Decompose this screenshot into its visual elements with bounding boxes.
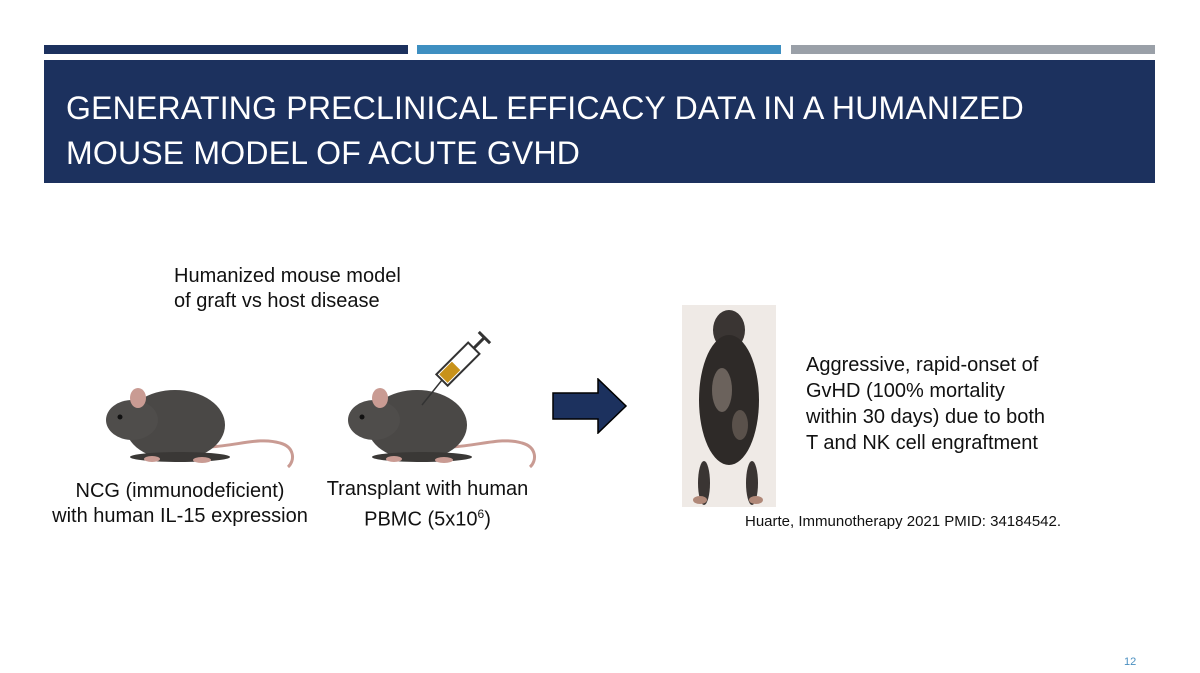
- right-arrow-icon: [552, 378, 628, 434]
- model-heading-line2: of graft vs host disease: [174, 290, 380, 312]
- mouse-illustration-transplant: [348, 330, 536, 469]
- outcome-line: GvHD (100% mortality: [806, 380, 1005, 402]
- mouse1-caption: NCG (immunodeficient) with human IL-15 e…: [40, 479, 320, 529]
- syringe-icon: [421, 330, 492, 406]
- accent-bar-grey: [791, 45, 1155, 54]
- mouse-illustration-ncg: [106, 388, 294, 469]
- mouse2-caption: Transplant with human PBMC (5x106): [300, 477, 555, 533]
- mouse2-caption-line2: PBMC (5x106): [300, 502, 555, 533]
- gvhd-mouse-photo: [682, 305, 776, 507]
- caption-text: ): [484, 508, 491, 531]
- outcome-line: Aggressive, rapid-onset of: [806, 354, 1039, 376]
- page-number: 12: [1124, 656, 1137, 668]
- accent-bar-navy: [44, 45, 408, 54]
- outcome-text: Aggressive, rapid-onset of GvHD (100% mo…: [806, 352, 1045, 456]
- model-heading-line1: Humanized mouse model: [174, 265, 401, 287]
- outcome-line: within 30 days) due to both: [806, 406, 1046, 428]
- outcome-line: T and NK cell engraftment: [806, 432, 1038, 454]
- caption-text: PBMC (5x10: [364, 508, 478, 531]
- mouse2-caption-line1: Transplant with human: [326, 478, 529, 500]
- citation: Huarte, Immunotherapy 2021 PMID: 3418454…: [745, 513, 1062, 530]
- title-banner: GENERATING PRECLINICAL EFFICACY DATA IN …: [44, 60, 1155, 183]
- caption-superscript: 6: [477, 507, 485, 521]
- mouse1-caption-line1: NCG (immunodeficient): [75, 480, 285, 502]
- slide-title: GENERATING PRECLINICAL EFFICACY DATA IN …: [66, 90, 1024, 171]
- accent-bar-blue: [417, 45, 781, 54]
- model-heading: Humanized mouse model of graft vs host d…: [174, 264, 401, 314]
- mouse1-caption-line2: with human IL-15 expression: [52, 505, 308, 527]
